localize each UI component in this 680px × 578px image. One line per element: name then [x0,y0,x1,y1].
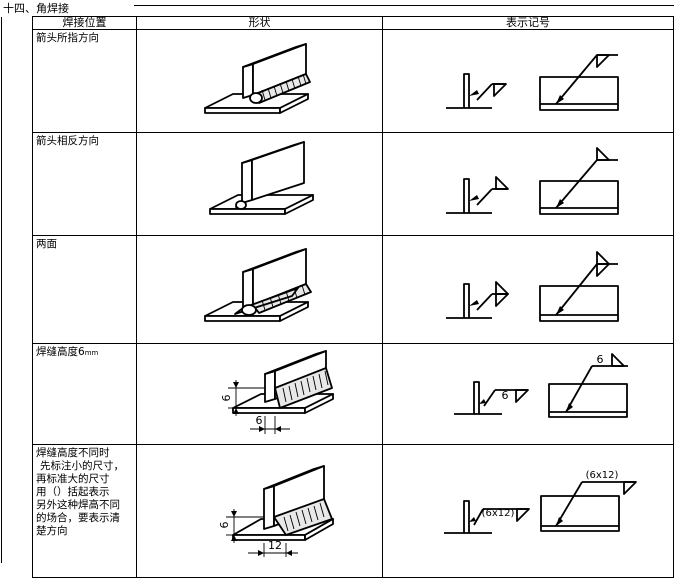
table-row: 箭头相反方向 [32,132,674,236]
symbol-cell [382,132,674,236]
height-6-symbol-drawing: 6 6 [453,353,628,418]
table-row: 焊缝高度6mm [32,343,674,445]
position-text: 楚方向 [36,525,68,537]
shape-cell: 6 6 [136,343,383,445]
symbol-size-text-ref: (6x12) [585,470,618,481]
header-row: 焊接位置 形状 表示记号 [32,16,674,30]
shape-dim-leg: 12 [268,539,282,552]
symbol-cell [382,29,674,133]
header-shape: 形状 [136,16,383,30]
fillet-weld-both-sides-drawing [203,248,312,322]
position-text: 焊缝高度不同时 [36,447,110,459]
shape-dim-leg: 6 [255,414,262,427]
fillet-weld-table: 焊接位置 形状 表示记号 箭头所指方向 [32,16,674,578]
position-cell: 两面 [32,235,137,344]
position-text: 再标准大的尺寸 [36,473,110,485]
arrow-side-symbol-drawing [445,54,619,111]
header-position: 焊接位置 [32,16,137,30]
symbol-cell: 6 6 [382,343,674,445]
section-title: 十四、角焊接 [3,2,69,15]
fillet-weld-height-6-drawing: 6 6 [220,350,334,434]
fillet-weld-unequal-drawing: 6 12 [218,465,334,557]
position-text: 先标注小的尺寸， [40,460,124,472]
position-text: 箭头所指方向 [36,32,99,44]
position-cell: 箭头相反方向 [32,132,137,236]
position-text: 的场合，要表示清 [36,512,120,524]
shape-cell [136,29,383,133]
position-text: 两面 [36,238,57,250]
position-cell: 焊缝高度6mm [32,343,137,445]
shape-cell [136,132,383,236]
unequal-height-symbol-drawing: (6x12) (6x12) [443,470,637,534]
outer-border-left [1,17,2,563]
shape-dim-height: 6 [220,395,233,402]
symbol-cell: (6x12) (6x12) [382,444,674,578]
position-text: 箭头相反方向 [36,135,99,147]
position-text: 用（）括起表示 [36,486,110,498]
section-title-rule [134,5,674,6]
table-row: 两面 [32,235,674,344]
position-cell: 焊缝高度不同时 先标注小的尺寸， 再标准大的尺寸 用（）括起表示 另外这种焊高不… [32,444,137,578]
fillet-weld-arrow-side-drawing [203,43,311,114]
position-cell: 箭头所指方向 [32,29,137,133]
table-row: 焊缝高度不同时 先标注小的尺寸， 再标准大的尺寸 用（）括起表示 另外这种焊高不… [32,444,674,578]
unit-mm: mm [84,349,99,357]
fillet-weld-other-side-drawing [208,141,314,215]
position-text: 焊缝高度6mm [36,346,99,358]
other-side-symbol-drawing [445,147,619,215]
shape-cell [136,235,383,344]
symbol-size-text: (6x12) [481,508,514,519]
both-sides-symbol-drawing [445,251,619,322]
symbol-size-text: 6 [501,389,508,402]
shape-cell: 6 12 [136,444,383,578]
table-row: 箭头所指方向 [32,29,674,133]
shape-dim-height: 6 [218,522,231,529]
symbol-size-text-ref: 6 [596,353,603,366]
header-symbol: 表示记号 [382,16,674,30]
position-text: 另外这种焊高不同 [36,499,120,511]
symbol-cell [382,235,674,344]
